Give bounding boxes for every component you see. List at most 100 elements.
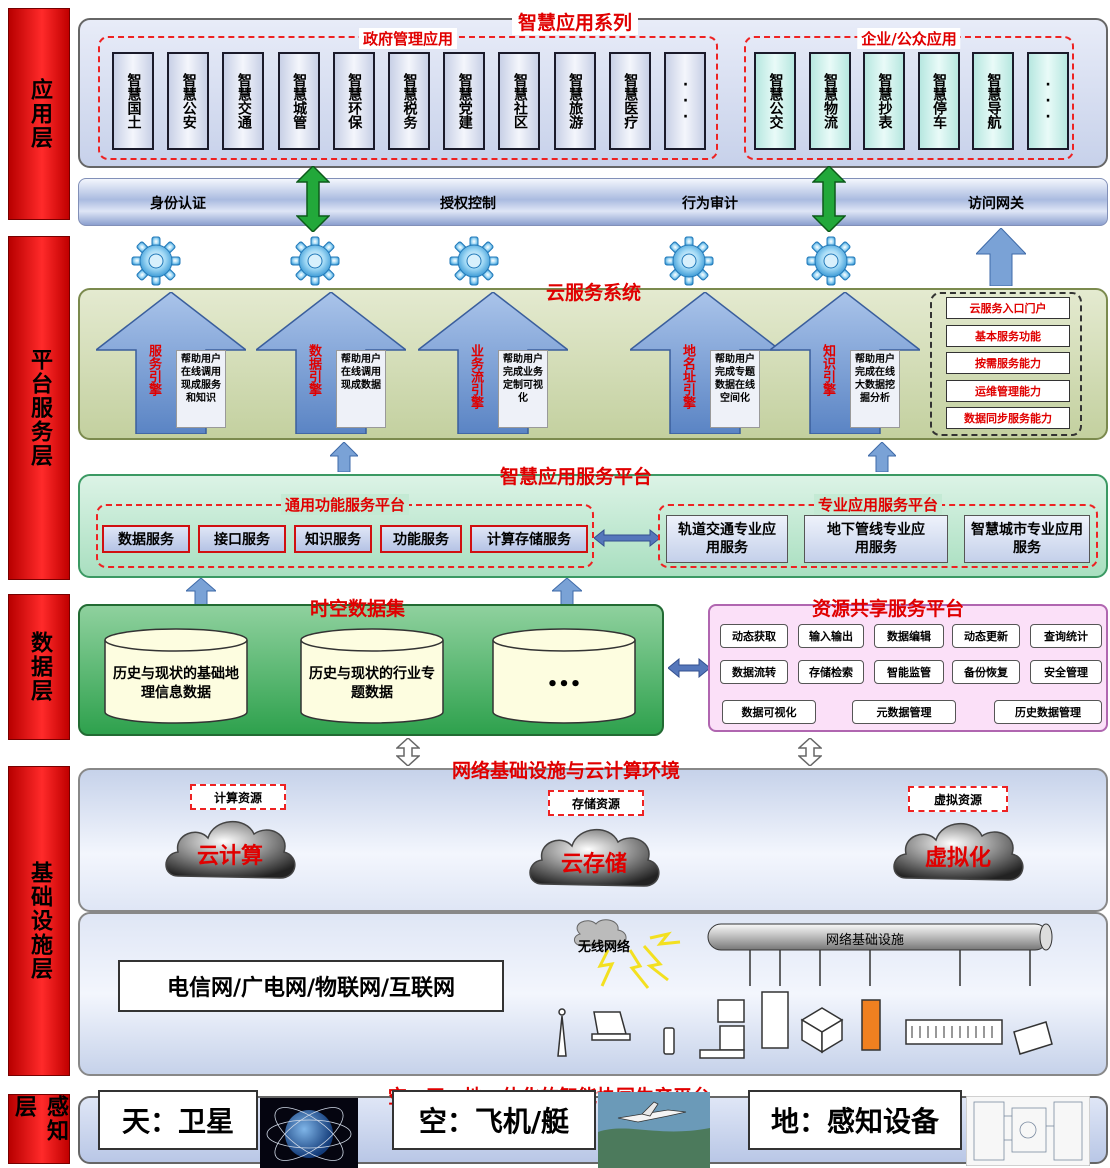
satellite-earth-image	[260, 1098, 358, 1168]
general-platform-title: 通用功能服务平台	[280, 494, 410, 515]
ent-app-box: 智慧物流	[808, 52, 851, 150]
data-cylinder: •••	[492, 628, 636, 724]
capabilities-group	[930, 292, 1082, 436]
layer-label-platform: 平台服务层	[8, 236, 70, 580]
gear-icon	[131, 236, 181, 286]
up-arrow-icon	[552, 578, 582, 606]
cloud-icon: 云存储	[524, 818, 664, 896]
cloud-icon: 虚拟化	[888, 812, 1028, 890]
up-arrow-icon	[330, 442, 358, 472]
access-control-bar	[78, 178, 1108, 226]
resource-function: 安全管理	[1030, 660, 1102, 684]
cloud-label: 云计算	[196, 844, 263, 869]
engine-name: 服务引擎	[146, 344, 161, 396]
resource-function: 数据编辑	[874, 624, 944, 648]
service-item: 数据服务	[102, 525, 190, 553]
resource-function: 备份恢复	[952, 660, 1020, 684]
gov-app-box: 智慧交通	[222, 52, 265, 150]
resource-function: 历史数据管理	[994, 700, 1102, 724]
network-devices-illustration	[557, 919, 1053, 1059]
double-arrow-icon	[594, 528, 660, 548]
ent-apps-title: 企业/公众应用	[857, 28, 961, 49]
gov-app-box: 智慧医疗	[608, 52, 651, 150]
double-arrow-icon	[668, 658, 710, 678]
gov-app-box: 智慧旅游	[553, 52, 596, 150]
gear-icon	[449, 236, 499, 286]
wireless-network-label: 无线网络	[578, 940, 631, 955]
sensing-aircraft: 空：飞机/艇	[392, 1090, 596, 1150]
special-service-item: 智慧城市专业应用服务	[964, 515, 1090, 563]
sensor-diagram-image	[966, 1096, 1090, 1166]
capability-item: 运维管理能力	[946, 379, 1070, 402]
app-layer-title: 智慧应用系列	[512, 8, 639, 35]
ent-app-box: 智慧停车	[917, 52, 960, 150]
service-item: 接口服务	[198, 525, 286, 553]
network-infra-label: 网络基础设施	[826, 933, 905, 948]
double-arrow-icon	[812, 166, 846, 232]
cylinder-label: 历史与现状的行业专题数据	[309, 666, 435, 701]
resource-function: 存储检索	[798, 660, 864, 684]
bar-behavior-audit: 行为审计	[682, 196, 738, 212]
capability-item: 云服务入口门户	[946, 297, 1070, 319]
engine-note: 帮助用户完成在线大数据挖掘分析	[850, 350, 900, 428]
ent-app-box: 智慧导航	[972, 52, 1014, 150]
capability-item: 基本服务功能	[946, 324, 1070, 347]
resource-label: 虚拟资源	[908, 786, 1008, 812]
sensing-satellite: 天：卫星	[98, 1090, 258, 1150]
gear-icon	[290, 236, 340, 286]
infrastructure-title: 网络基础设施与云计算环境	[452, 760, 681, 782]
resource-platform-title: 资源共享服务平台	[812, 598, 965, 620]
cloud-label: 云存储	[560, 852, 627, 877]
data-cylinder: 历史与现状的基础地理信息数据	[104, 628, 248, 724]
gov-app-box: 智慧环保	[332, 52, 375, 150]
gov-app-box: ···	[664, 52, 706, 150]
cloud-service-title: 云服务系统	[546, 282, 642, 304]
gov-apps-title: 政府管理应用	[358, 28, 458, 49]
gear-icon	[664, 236, 714, 286]
special-platform-title: 专业应用服务平台	[813, 494, 943, 515]
engine-note: 帮助用户完成业务定制可视化	[498, 350, 548, 428]
bar-access-gateway: 访问网关	[968, 196, 1024, 212]
resource-function: 输入输出	[798, 624, 864, 648]
cloud-service-panel	[78, 288, 1108, 440]
capability-item: 数据同步服务能力	[946, 407, 1070, 429]
ent-app-box: 智慧公交	[754, 52, 796, 150]
dataset-title: 时空数据集	[310, 598, 406, 620]
service-item: 知识服务	[294, 525, 372, 553]
resource-function: 智能监管	[874, 660, 944, 684]
data-cylinder: 历史与现状的行业专题数据	[300, 628, 444, 724]
engine-name: 知识引擎	[820, 344, 835, 396]
gov-app-box: 智慧公安	[167, 52, 210, 150]
resource-function: 数据流转	[720, 660, 788, 684]
gov-app-box: 智慧城管	[277, 52, 320, 150]
double-arrow-icon	[296, 166, 330, 232]
layer-label-infra: 基础设施层	[8, 766, 70, 1076]
resource-function: 动态获取	[720, 624, 788, 648]
gov-app-box: 智慧党建	[443, 52, 486, 150]
cylinder-label: 历史与现状的基础地理信息数据	[113, 666, 239, 701]
gov-app-box: 智慧税务	[388, 52, 430, 150]
bar-identity-auth: 身份认证	[150, 196, 206, 212]
up-down-arrow-icon	[396, 738, 420, 766]
engine-arrow-icon	[770, 292, 920, 434]
up-arrow-icon	[976, 228, 1026, 286]
layer-label-app: 应用层	[8, 8, 70, 220]
engine-note: 帮助用户在线调用现成数据	[336, 350, 386, 428]
cloud-icon: 云计算	[160, 810, 300, 888]
app-service-platform-title: 智慧应用服务平台	[500, 466, 653, 488]
resource-function: 元数据管理	[852, 700, 956, 724]
resource-label: 计算资源	[190, 784, 286, 810]
up-arrow-icon	[186, 578, 216, 606]
special-service-item: 地下管线专业应用服务	[804, 515, 948, 563]
ent-app-box: 智慧抄表	[863, 52, 905, 150]
resource-function: 动态更新	[952, 624, 1020, 648]
special-service-item: 轨道交通专业应用服务	[666, 515, 788, 563]
resource-function: 查询统计	[1030, 624, 1102, 648]
aircraft-image	[598, 1092, 710, 1168]
up-arrow-icon	[868, 442, 896, 472]
gov-app-box: 智慧社区	[498, 52, 541, 150]
ent-app-box: ···	[1026, 52, 1069, 150]
capability-item: 按需服务能力	[946, 352, 1070, 374]
engine-note: 帮助用户在线调用现成服务和知识	[176, 350, 226, 428]
engine-name: 业务流引擎	[468, 344, 483, 409]
